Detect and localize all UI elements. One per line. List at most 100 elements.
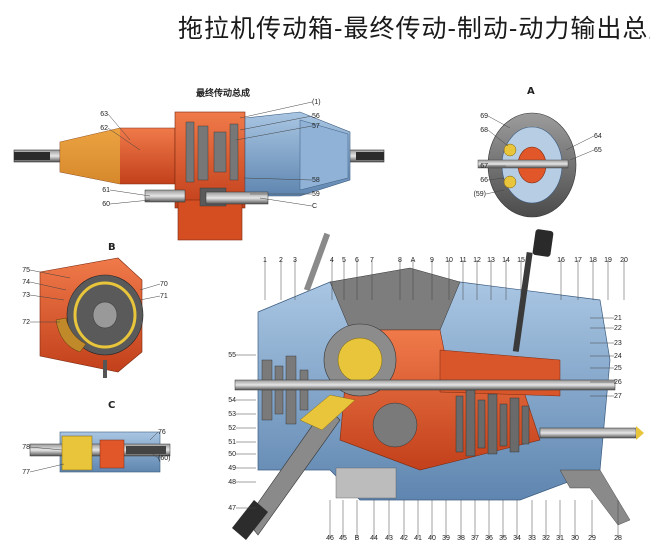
leader-line (139, 283, 161, 291)
part-label: 69 (480, 113, 488, 120)
part-label: 35 (499, 535, 507, 542)
part-label: 6 (355, 257, 359, 264)
part-label: C (312, 203, 317, 210)
leader-line (107, 127, 141, 151)
pto-spline (126, 446, 166, 454)
part-label: 33 (528, 535, 536, 542)
part-label: 71 (160, 293, 168, 300)
part-label: 20 (620, 257, 628, 264)
part-label: 75 (22, 267, 30, 274)
part-labels: 63626160(1)56575859C69686766(59)64657574… (22, 99, 628, 542)
pto-detail (29, 431, 171, 473)
differential-carrier (337, 337, 383, 383)
part-label: 48 (228, 479, 236, 486)
leader-line (485, 189, 505, 195)
part-label: 51 (228, 439, 236, 446)
part-label: 9 (430, 257, 434, 264)
leader-line (569, 149, 595, 161)
part-label: 13 (487, 257, 495, 264)
part-label: 31 (556, 535, 564, 542)
part-label: 4 (330, 257, 334, 264)
axle-housing-cutaway (60, 128, 120, 184)
part-label: 32 (542, 535, 550, 542)
part-label: 22 (614, 325, 622, 332)
leader-line (29, 446, 63, 451)
gear-cluster-right (455, 389, 530, 457)
part-label: (59) (474, 191, 486, 198)
oil-pan (335, 467, 397, 499)
leader-line (487, 177, 505, 181)
part-label: 24 (614, 353, 622, 360)
spider-gear-2 (503, 175, 517, 189)
part-label: 2 (279, 257, 283, 264)
part-label: 7 (370, 257, 374, 264)
part-label: 60 (102, 201, 110, 208)
part-label: 45 (339, 535, 347, 542)
section-a-letter: A (527, 86, 535, 97)
part-label: 54 (228, 397, 236, 404)
leader-line (29, 463, 65, 473)
differential-detail (477, 112, 577, 218)
bevel-gear (372, 402, 418, 448)
part-label: 41 (414, 535, 422, 542)
part-label: 50 (228, 451, 236, 458)
leader-line (139, 295, 161, 301)
leader-line (109, 199, 151, 205)
part-label: 12 (473, 257, 481, 264)
page-title: 拖拉机传动箱-最终传动-制动-动力输出总成 (178, 14, 650, 43)
part-label: 42 (400, 535, 408, 542)
part-label: 8 (398, 257, 402, 264)
part-label: (60) (158, 455, 170, 462)
brake-hub (92, 301, 118, 329)
part-label: 10 (445, 257, 453, 264)
part-label: 18 (589, 257, 597, 264)
part-label: 64 (594, 133, 602, 140)
part-label: 74 (22, 279, 30, 286)
part-label: 37 (471, 535, 479, 542)
part-label: 14 (502, 257, 510, 264)
part-label: A (411, 257, 416, 264)
part-label: 49 (228, 465, 236, 472)
leader-line (239, 115, 313, 131)
part-label: 26 (614, 379, 622, 386)
part-label: B (355, 535, 360, 542)
part-label: 57 (312, 123, 320, 130)
part-label: 68 (480, 127, 488, 134)
brake-shoe (55, 317, 87, 353)
spider-gear-1 (503, 143, 517, 157)
part-label: 52 (228, 425, 236, 432)
leader-lines (29, 101, 625, 538)
part-label: 25 (614, 365, 622, 372)
axle-end-left (14, 152, 50, 160)
differential-shaft (477, 159, 569, 169)
main-transmission (232, 229, 644, 540)
part-label: 17 (574, 257, 582, 264)
part-label: 5 (342, 257, 346, 264)
part-label: 34 (513, 535, 521, 542)
part-label: 62 (100, 125, 108, 132)
part-label: 47 (228, 505, 236, 512)
output-shaft (205, 191, 269, 205)
final-drive-title: 最终传动总成 (196, 89, 251, 99)
part-label: 29 (588, 535, 596, 542)
part-label: 30 (571, 535, 579, 542)
part-label: 27 (614, 393, 622, 400)
part-label: 53 (228, 411, 236, 418)
brake-detail (39, 257, 144, 378)
part-label: 56 (312, 113, 320, 120)
part-label: 73 (22, 292, 30, 299)
part-label: 1 (263, 257, 267, 264)
part-label: 11 (459, 257, 466, 264)
part-label: 65 (594, 147, 602, 154)
pinion-shaft (144, 189, 186, 203)
part-label: 46 (326, 535, 334, 542)
part-label: 28 (614, 535, 622, 542)
leader-line (243, 177, 313, 181)
part-label: 78 (22, 444, 30, 451)
part-label: 70 (160, 281, 168, 288)
leader-line (107, 113, 131, 141)
leader-line (149, 451, 159, 459)
part-label: 72 (22, 319, 30, 326)
leader-line (565, 135, 595, 151)
control-rod (303, 232, 331, 292)
